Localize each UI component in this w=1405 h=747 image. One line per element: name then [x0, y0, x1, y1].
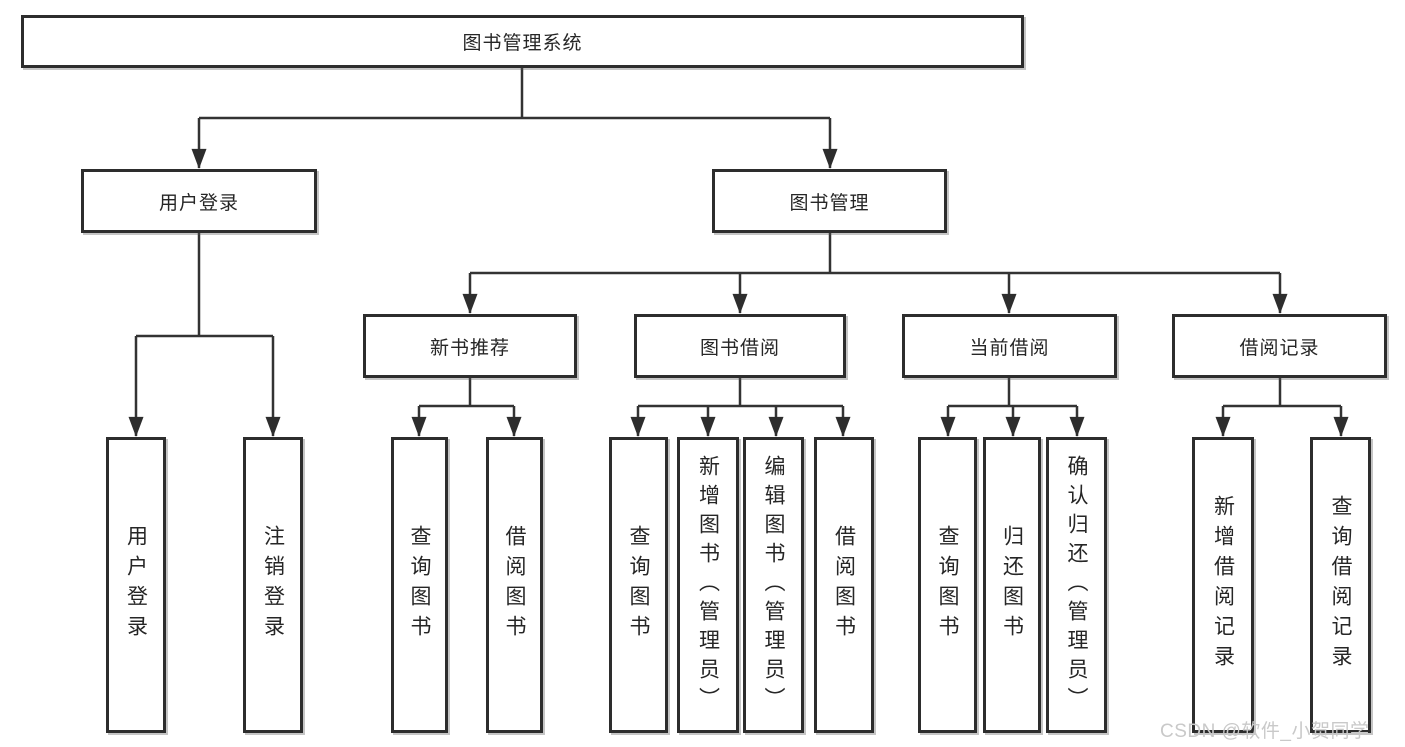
- leaf-query-books-current: 查询图书: [918, 437, 977, 733]
- node-library-system: 图书管理系统: [21, 15, 1024, 68]
- leaf-edit-books-admin: 编辑图书（管理员）: [743, 437, 804, 733]
- leaf-return-books: 归还图书: [983, 437, 1041, 733]
- leaf-user-login: 用户登录: [106, 437, 166, 733]
- leaf-borrow-books-recommend: 借阅图书: [486, 437, 543, 733]
- leaf-query-books-borrow: 查询图书: [609, 437, 668, 733]
- csdn-watermark: CSDN @软件_小贺同学: [1160, 721, 1370, 742]
- leaf-borrow-books: 借阅图书: [814, 437, 874, 733]
- leaf-query-borrow-record: 查询借阅记录: [1310, 437, 1371, 733]
- node-new-book-recommend: 新书推荐: [363, 314, 577, 378]
- leaf-confirm-return-admin: 确认归还（管理员）: [1046, 437, 1107, 733]
- node-book-borrow: 图书借阅: [634, 314, 846, 378]
- leaf-add-books-admin: 新增图书（管理员）: [677, 437, 739, 733]
- node-user-login: 用户登录: [81, 169, 317, 233]
- leaf-add-borrow-record: 新增借阅记录: [1192, 437, 1254, 733]
- node-borrow-records: 借阅记录: [1172, 314, 1387, 378]
- node-current-borrow: 当前借阅: [902, 314, 1117, 378]
- leaf-query-books-recommend: 查询图书: [391, 437, 448, 733]
- leaf-logout: 注销登录: [243, 437, 303, 733]
- node-book-management: 图书管理: [712, 169, 947, 233]
